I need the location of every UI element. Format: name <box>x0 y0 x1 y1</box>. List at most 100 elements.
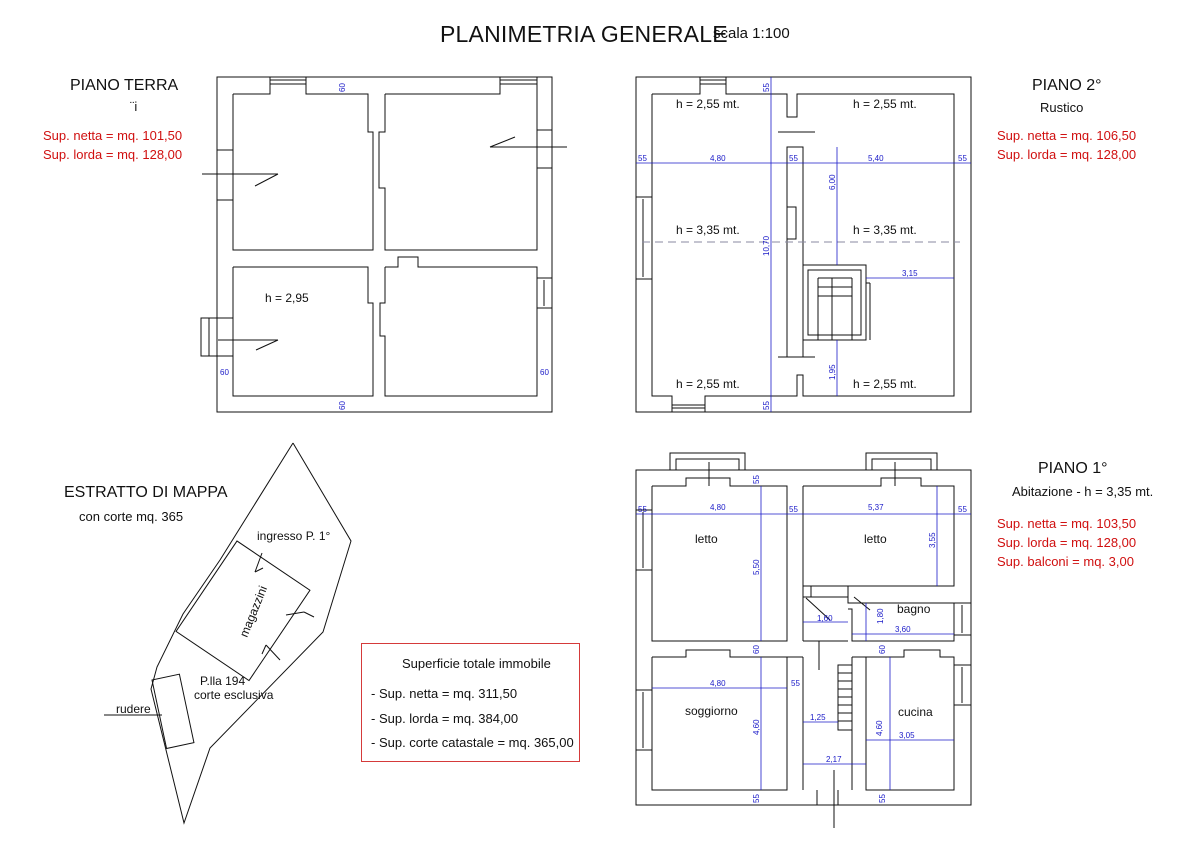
mappa-parcel <box>150 442 352 825</box>
summary-lorda: - Sup. lorda = mq. 384,00 <box>371 711 519 726</box>
p2-height-br: h = 2,55 mt. <box>853 377 917 391</box>
p2-dim-stair-w: 3,15 <box>902 269 918 278</box>
p2-height-bl: h = 2,55 mt. <box>676 377 740 391</box>
p1-dim-h-cuc: 4,60 <box>875 720 884 736</box>
p1-window-left-top <box>635 509 653 571</box>
p2-dim-lower-h: 1,95 <box>828 364 837 380</box>
p1-dim-bagno-h: 1,80 <box>876 608 885 624</box>
piano-2-surfaces: Sup. netta = mq. 106,50 Sup. lorda = mq.… <box>997 126 1136 164</box>
p1-dim-bagno-w: 3,60 <box>895 625 911 634</box>
pt-window-right <box>536 129 553 169</box>
p1-dim-w-cuc: 3,05 <box>899 731 915 740</box>
p1-dim-ent-w: 2,17 <box>826 755 842 764</box>
mappa-plla: P.lla 194 <box>200 674 245 688</box>
piano-terra-surfaces: Sup. netta = mq. 101,50 Sup. lorda = mq.… <box>43 126 182 164</box>
piano-2-title: PIANO 2° <box>1032 77 1102 94</box>
p1-dim-wall-r: 55 <box>958 505 967 514</box>
piano-2-sup-netta: Sup. netta = mq. 106,50 <box>997 128 1137 143</box>
p2-dim-w-left: 4,80 <box>710 154 726 163</box>
p1-dim-w-tr: 5,37 <box>868 503 884 512</box>
summary-box: Superficie totale immobile - Sup. netta … <box>361 643 580 762</box>
p2-height-mr: h = 3,35 mt. <box>853 223 917 237</box>
p2-window-left <box>635 196 653 280</box>
p1-dim-wall-mid-r: 60 <box>878 645 887 654</box>
p1-dim-wall-tm: 55 <box>752 475 761 484</box>
p1-dim-h-sogg: 4,60 <box>752 719 761 735</box>
pt-height-label: h = 2,95 <box>265 291 309 305</box>
piano-terra-sup-lorda: Sup. lorda = mq. 128,00 <box>43 147 183 162</box>
piano-1-title: PIANO 1° <box>1038 460 1108 477</box>
mappa-ingresso: ingresso P. 1° <box>257 529 330 543</box>
p1-dim-h-letto-r: 3,55 <box>928 532 937 548</box>
pt-door-left <box>216 317 234 357</box>
p1-window-right-cucina <box>953 664 972 706</box>
p1-dim-corr-w: 1,60 <box>817 614 833 623</box>
dimension-labels: 60 60 60 60 55 4,80 55 5,40 55 55 10,70 … <box>220 83 967 803</box>
pt-dim-right: 60 <box>540 368 549 377</box>
p1-dim-wall-mid-l: 60 <box>752 645 761 654</box>
p1-room-soggiorno-label: soggiorno <box>685 704 738 718</box>
scale-label: scala 1:100 <box>713 25 790 42</box>
summary-netta: - Sup. netta = mq. 311,50 <box>371 686 518 701</box>
p2-dim-w-right: 5,40 <box>868 154 884 163</box>
p1-room-soggiorno <box>651 649 788 791</box>
p1-dim-w-bl: 4,80 <box>710 679 726 688</box>
piano-1-subtitle: Abitazione - h = 3,35 mt. <box>1012 484 1154 499</box>
p2-dim-right-h: 6,00 <box>828 174 837 190</box>
mappa-title: ESTRATTO DI MAPPA <box>64 484 228 501</box>
p1-room-bagno-label: bagno <box>897 602 931 616</box>
p1-balcony-left <box>669 452 746 470</box>
p1-dim-wall-l: 55 <box>638 505 647 514</box>
summary-corte: - Sup. corte catastale = mq. 365,00 <box>371 735 574 750</box>
p2-central-wall <box>786 146 804 358</box>
p2-height-ml: h = 3,35 mt. <box>676 223 740 237</box>
pt-room-tr <box>378 83 538 251</box>
piano-1-sup-lorda: Sup. lorda = mq. 128,00 <box>997 535 1137 550</box>
piano-1-sup-balconi: Sup. balconi = mq. 3,00 <box>997 554 1134 569</box>
p1-room-letto-left-label: letto <box>695 532 718 546</box>
piano-2-subtitle: Rustico <box>1040 100 1084 115</box>
p1-room-letto-right-label: letto <box>864 532 887 546</box>
p2-dim-wall-t: 55 <box>762 83 771 92</box>
p1-window-bagno <box>953 602 972 636</box>
p1-dim-wall-ml: 55 <box>791 679 800 688</box>
summary-title: Superficie totale immobile <box>402 656 551 671</box>
p2-height-tr: h = 2,55 mt. <box>853 97 917 111</box>
p2-dim-total-h: 10,70 <box>762 235 771 256</box>
pt-room-br <box>379 256 538 397</box>
pt-dim-bottom: 60 <box>338 401 347 410</box>
mappa-rudere-label: rudere <box>116 702 151 716</box>
p1-dim-stair-w: 1,25 <box>810 713 826 722</box>
p2-dim-wall-r: 55 <box>958 154 967 163</box>
page-title: PLANIMETRIA GENERALE <box>440 21 728 47</box>
pt-room-bl <box>232 266 374 397</box>
piano-1-surfaces: Sup. netta = mq. 103,50 Sup. lorda = mq.… <box>997 514 1136 571</box>
piano-2-plan <box>635 76 972 413</box>
pt-dim-top: 60 <box>338 83 347 92</box>
p1-outer-wall <box>635 469 972 806</box>
p2-dim-wall-m: 55 <box>789 154 798 163</box>
p1-window-left-bottom <box>635 689 653 751</box>
mappa-magazzini: magazzini <box>237 584 270 639</box>
mappa-corte: corte esclusiva <box>194 688 274 702</box>
p1-dim-wall-bl: 55 <box>752 794 761 803</box>
p1-room-letto-left <box>651 477 788 642</box>
p1-dim-h-letto: 5,50 <box>752 559 761 575</box>
p1-room-letto-right <box>802 477 955 587</box>
pt-window-right-low <box>536 277 553 309</box>
piano-1-plan <box>635 452 972 828</box>
p1-dim-wall-br: 55 <box>878 794 887 803</box>
room-labels: h = 2,95 h = 2,55 mt. h = 2,55 mt. h = 3… <box>116 97 933 719</box>
p1-room-cucina-label: cucina <box>898 705 933 719</box>
piano-terra-mark: ¨i <box>130 99 138 114</box>
mappa-rudere <box>151 673 195 750</box>
p1-balcony-right <box>865 452 938 470</box>
p1-dim-wall-m: 55 <box>789 505 798 514</box>
piano-terra-plan <box>200 76 567 413</box>
p2-dim-wall-l: 55 <box>638 154 647 163</box>
p1-dim-w-tl: 4,80 <box>710 503 726 512</box>
p2-height-tl: h = 2,55 mt. <box>676 97 740 111</box>
pt-window-left <box>216 149 234 201</box>
p2-stair <box>802 264 867 341</box>
